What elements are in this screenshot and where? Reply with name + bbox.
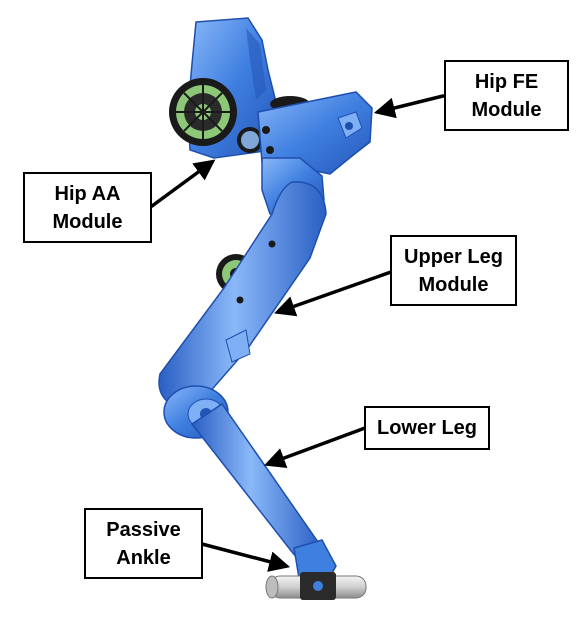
arrow-lower-leg [264,426,367,468]
lower-leg-segment [190,402,323,567]
label-hip-fe-module: Hip FE Module [444,60,569,131]
upper-leg-segment [158,181,327,403]
label-upper-leg-line1: Upper Leg [404,245,503,268]
label-passive-ankle-line1: Passive [106,518,181,541]
label-hip-aa-module: Hip AA Module [23,172,152,243]
passive-ankle [265,539,367,600]
arrow-hip-aa [150,159,216,208]
label-hip-aa-line2: Module [52,210,123,233]
label-lower-leg-line1: Lower Leg [376,417,477,439]
label-hip-fe-line1: Hip FE [474,70,539,93]
hip-aa-bearing [237,127,263,153]
label-hip-fe-line2: Module [471,98,542,121]
label-lower-leg: Lower Leg [364,406,490,450]
label-passive-ankle: Passive Ankle [84,508,203,579]
hip-aa-motor [169,78,237,146]
arrow-passive-ankle [200,542,291,572]
label-passive-ankle-line2: Ankle [116,546,171,569]
leader-arrows [150,94,445,572]
arrow-hip-fe [373,94,445,119]
arrow-upper-leg [274,270,393,317]
label-upper-leg-line2: Module [418,273,489,296]
label-hip-aa-line1: Hip AA [54,182,121,205]
label-upper-leg-module: Upper Leg Module [390,235,517,306]
